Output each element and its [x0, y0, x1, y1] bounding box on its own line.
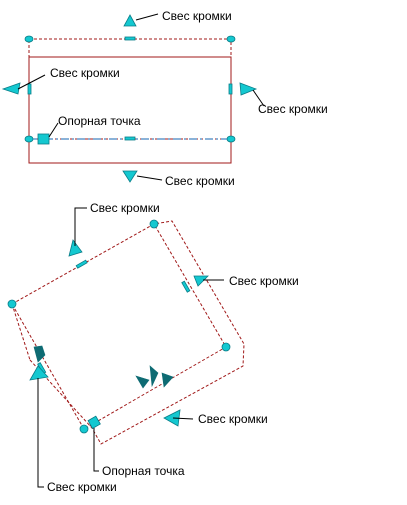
leader-line — [74, 207, 87, 246]
label-edge-overhang-right-rotated: Свес кромки — [229, 274, 299, 288]
circle-grip-icon[interactable] — [7, 299, 17, 309]
right-edge-midpoint-grip[interactable] — [181, 280, 191, 293]
rotated-wall-outline — [29, 220, 245, 445]
circle-grip-icon[interactable] — [24, 35, 34, 43]
leader-line — [135, 13, 159, 21]
circle-grip-icon[interactable] — [79, 424, 89, 434]
label-edge-overhang-left-rotated: Свес кромки — [47, 480, 117, 494]
leader-line — [252, 89, 265, 107]
upper-edge-midpoint-grip[interactable] — [75, 259, 88, 269]
circle-grip-icon[interactable] — [221, 342, 231, 352]
label-reference-point-bottom: Опорная точка — [102, 464, 185, 478]
label-edge-overhang-left: Свес кромки — [50, 66, 120, 80]
rotation-handle-icon[interactable] — [33, 345, 46, 363]
right-edge-midpoint-grip[interactable] — [228, 83, 233, 95]
label-edge-overhang-right: Свес кромки — [258, 102, 328, 116]
triangle-grip-icon[interactable] — [1, 82, 21, 95]
rotation-handle-icon[interactable] — [161, 372, 174, 388]
triangle-grip-icon[interactable] — [123, 14, 137, 27]
left-edge-midpoint-grip[interactable] — [27, 83, 32, 95]
triangle-grip-icon[interactable] — [68, 239, 83, 257]
rotated-overhang-outline — [11, 223, 227, 430]
reference-midpoint-grip[interactable] — [124, 136, 136, 141]
label-reference-point-top: Опорная точка — [58, 114, 141, 128]
circle-grip-icon[interactable] — [149, 219, 159, 229]
label-edge-overhang-upper: Свес кромки — [90, 201, 160, 215]
rotated-roof-plan: Свес кромки Свес кромки Свес кромки Опор… — [7, 201, 299, 494]
leader-line — [48, 122, 59, 138]
top-wall-outline — [28, 56, 232, 164]
leader-line — [172, 417, 194, 420]
circle-grip-icon[interactable] — [226, 135, 236, 143]
rotation-handle-icon[interactable] — [135, 375, 150, 389]
triangle-grip-icon[interactable] — [239, 82, 258, 96]
square-grip-icon[interactable] — [87, 415, 101, 430]
circle-grip-icon[interactable] — [24, 135, 34, 143]
rotation-handle-icon[interactable] — [149, 365, 159, 388]
leader-line — [93, 428, 99, 472]
circle-grip-icon[interactable] — [226, 35, 236, 43]
unused — [12, 224, 154, 429]
leader-line — [136, 175, 163, 181]
label-edge-overhang-top: Свес кромки — [162, 9, 232, 23]
leader-line — [17, 74, 46, 90]
rotated-wall-edge — [11, 303, 31, 361]
top-roof-plan: Свес кромки Свес кромки Свес кромки Опор… — [1, 9, 328, 188]
leader-line — [37, 378, 44, 488]
triangle-grip-icon[interactable] — [122, 170, 138, 183]
top-edge-midpoint-grip[interactable] — [124, 36, 136, 41]
label-edge-overhang-lower: Свес кромки — [198, 412, 268, 426]
triangle-grip-icon[interactable] — [193, 275, 209, 287]
label-edge-overhang-bottom: Свес кромки — [165, 174, 235, 188]
square-grip-icon[interactable] — [37, 133, 50, 145]
triangle-grip-icon[interactable] — [29, 365, 49, 381]
